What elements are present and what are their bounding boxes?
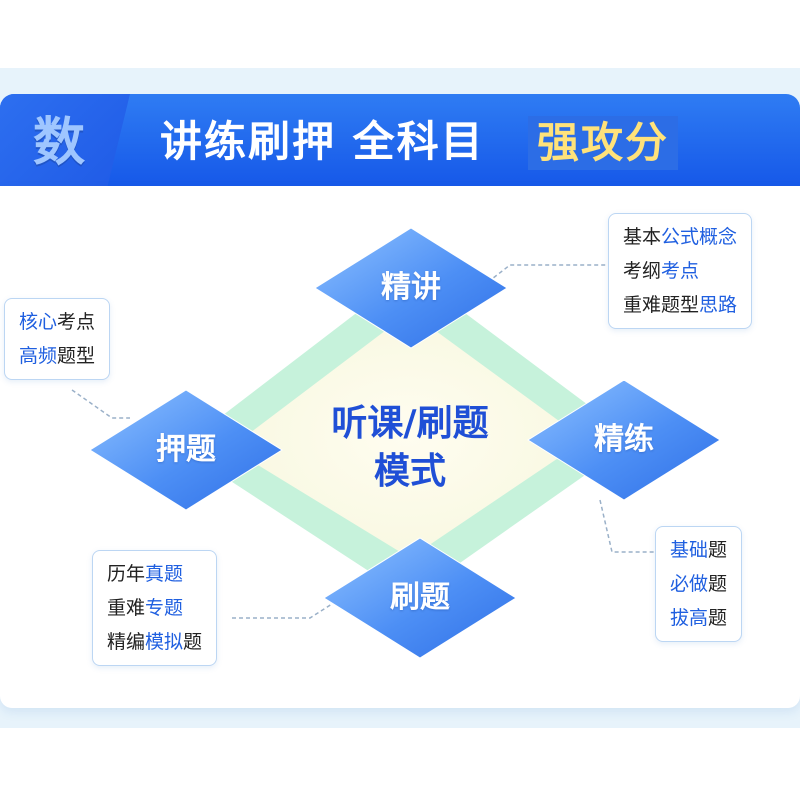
node-label-bottom: 刷题	[390, 580, 450, 615]
connector-bottom-left	[232, 601, 336, 619]
info-text: 重难	[107, 597, 146, 619]
info-box-bottom-left: 历年真题重难专题精编模拟题	[92, 550, 218, 666]
info-text: 题型	[57, 345, 96, 367]
center-label-line1: 听课/刷题	[331, 403, 489, 444]
node-diamond-top	[314, 227, 508, 349]
node-diamond-left	[89, 389, 283, 511]
info-box-top-right: 基本公式概念考纲考点重难题型思路	[608, 213, 753, 329]
node-label-top: 精讲	[381, 270, 441, 305]
info-line: 精编模拟题	[107, 625, 202, 659]
info-line: 考纲考点	[623, 254, 737, 288]
info-text-highlight: 真题	[145, 563, 184, 585]
info-text: 考纲	[623, 260, 662, 282]
info-box-left: 核心考点高频题型	[4, 298, 111, 380]
header-bar: 数 讲练刷押 全科目 强攻分	[0, 94, 800, 190]
info-line: 必做题	[670, 567, 727, 601]
info-box-right-bottom: 基础题必做题拔高题	[655, 526, 743, 642]
header-title: 讲练刷押 全科目	[160, 117, 485, 166]
info-text-highlight: 思路	[699, 294, 738, 316]
info-text-highlight: 拔高	[670, 607, 709, 629]
info-text: 精编	[107, 631, 146, 653]
info-text: 题	[183, 631, 203, 653]
ring-inner	[230, 312, 585, 558]
info-line: 核心考点	[19, 305, 95, 339]
center-label-line2: 模式	[373, 451, 446, 492]
info-line: 重难专题	[107, 591, 202, 625]
node-label-left: 押题	[156, 432, 216, 467]
info-text: 基本	[623, 226, 662, 248]
info-text: 题	[708, 607, 728, 629]
node-diamond-bottom	[323, 537, 517, 659]
info-line: 基础题	[670, 533, 727, 567]
info-text: 考点	[57, 311, 96, 333]
info-line: 高频题型	[19, 339, 95, 373]
info-text-highlight: 公式概念	[661, 226, 738, 248]
info-text-highlight: 核心	[19, 311, 58, 333]
info-text: 题	[708, 573, 728, 595]
header-title-highlight: 强攻分	[528, 116, 678, 170]
info-text: 题	[708, 539, 728, 561]
info-text-highlight: 专题	[145, 597, 184, 619]
info-line: 基本公式概念	[623, 220, 737, 254]
info-text-highlight: 基础	[670, 539, 709, 561]
connector-right-bottom	[599, 499, 655, 553]
header-subject-panel	[0, 94, 130, 190]
info-text-highlight: 模拟	[145, 631, 184, 653]
connector-top-right	[487, 264, 608, 283]
node-diamond-right	[527, 379, 721, 501]
subject-badge: 数	[32, 113, 85, 173]
info-text-highlight: 必做	[670, 573, 709, 595]
node-label-right: 精练	[594, 422, 654, 457]
info-text-highlight: 高频	[19, 345, 58, 367]
info-text: 重难题型	[623, 294, 700, 316]
connector-left	[71, 389, 130, 419]
info-line: 历年真题	[107, 557, 202, 591]
info-line: 拔高题	[670, 601, 727, 635]
info-line: 重难题型思路	[623, 288, 737, 322]
info-text-highlight: 考点	[661, 260, 700, 282]
center-label: 听课/刷题 模式	[290, 400, 530, 496]
info-text: 历年	[107, 563, 146, 585]
